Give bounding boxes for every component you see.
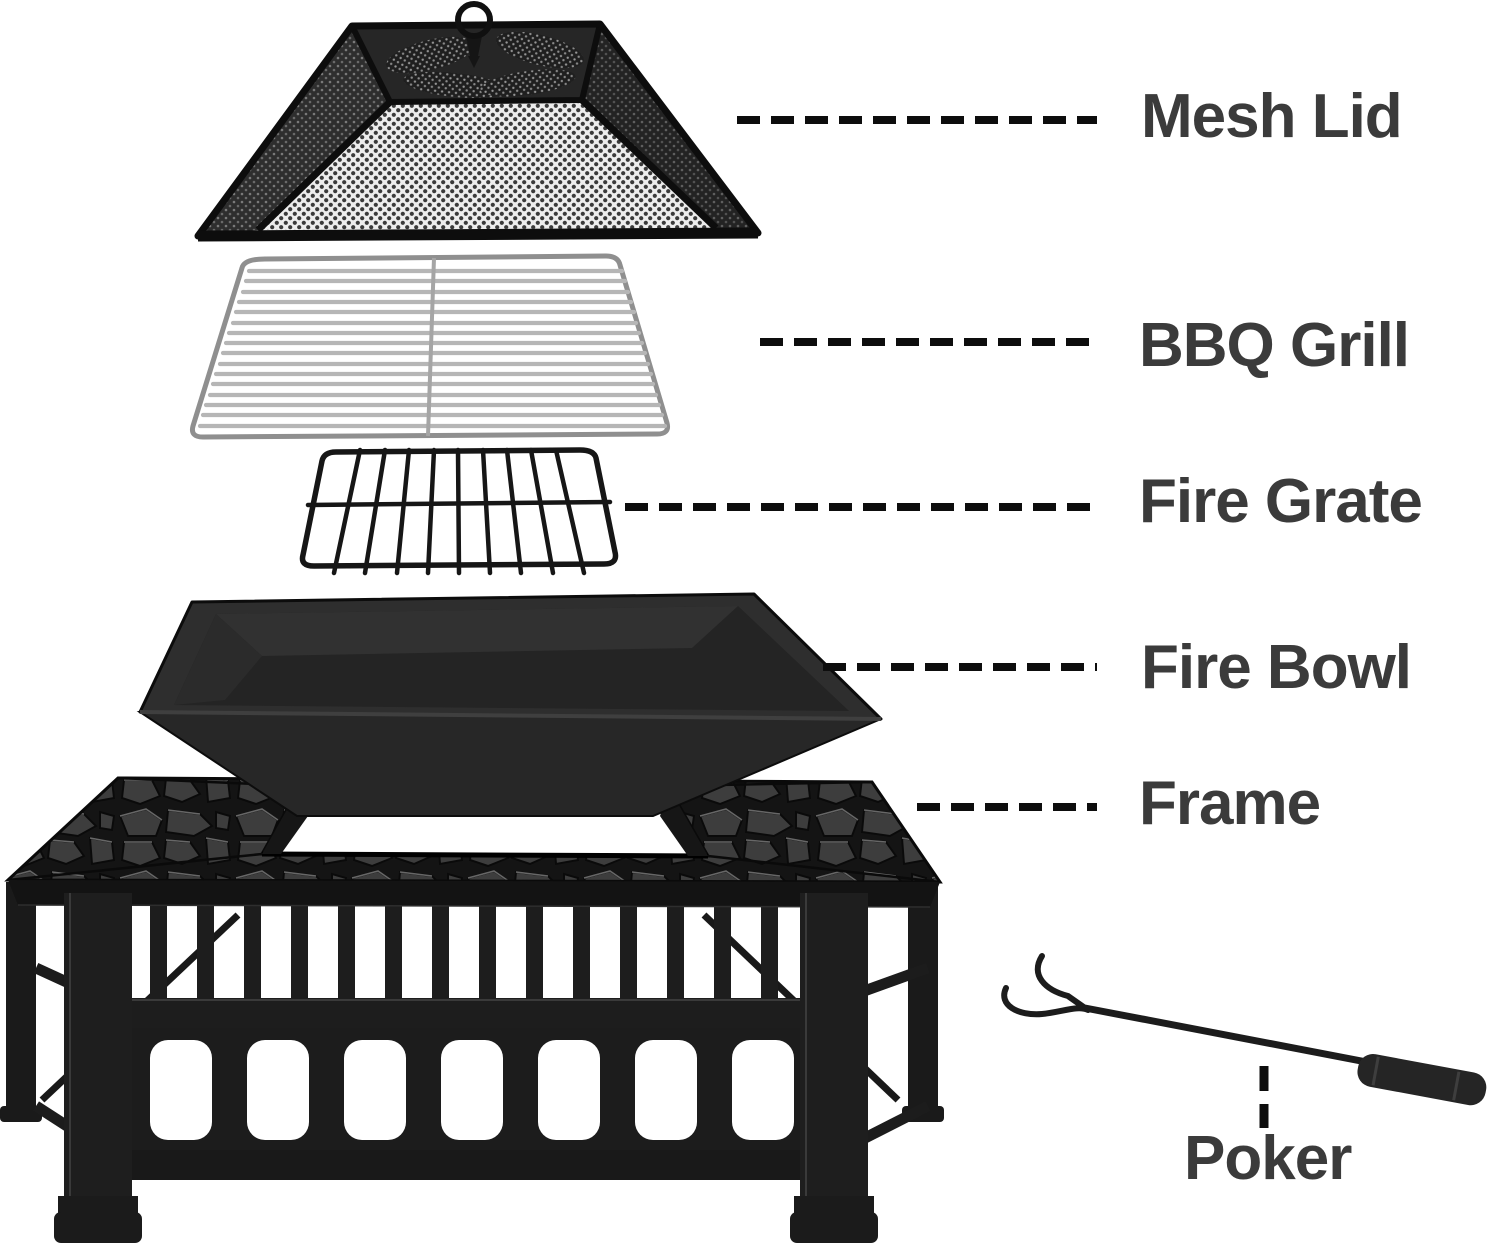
frame-lower-panel (132, 1028, 806, 1150)
fire-bowl-illustration (136, 592, 883, 817)
frame-illustration (0, 776, 944, 1243)
bbq-grill-illustration (190, 253, 670, 440)
frame-back-left-leg (6, 882, 36, 1114)
frame-front-right-leg (790, 893, 878, 1243)
label-poker: Poker (1184, 1124, 1352, 1193)
frame-bottom-rail (132, 1150, 806, 1180)
label-bbq-grill: BBQ Grill (1139, 311, 1410, 380)
mesh-lid-illustration (194, 1, 762, 242)
fire-grate-illustration (299, 447, 619, 576)
mesh-lid-ring-handle (455, 1, 493, 68)
frame-front-left-leg (54, 893, 142, 1243)
label-fire-bowl: Fire Bowl (1141, 633, 1412, 702)
frame-mid-rail (132, 998, 806, 1028)
frame-upper-slats (150, 903, 778, 1000)
mesh-lid-top-vents (386, 31, 584, 99)
poker-handle (1357, 1054, 1487, 1106)
frame-tabletop-edge (8, 880, 940, 907)
label-frame: Frame (1139, 769, 1321, 838)
label-fire-grate: Fire Grate (1139, 467, 1423, 536)
poker-illustration (1001, 953, 1487, 1106)
frame-back-right-leg (908, 884, 938, 1114)
label-mesh-lid: Mesh Lid (1141, 82, 1403, 151)
